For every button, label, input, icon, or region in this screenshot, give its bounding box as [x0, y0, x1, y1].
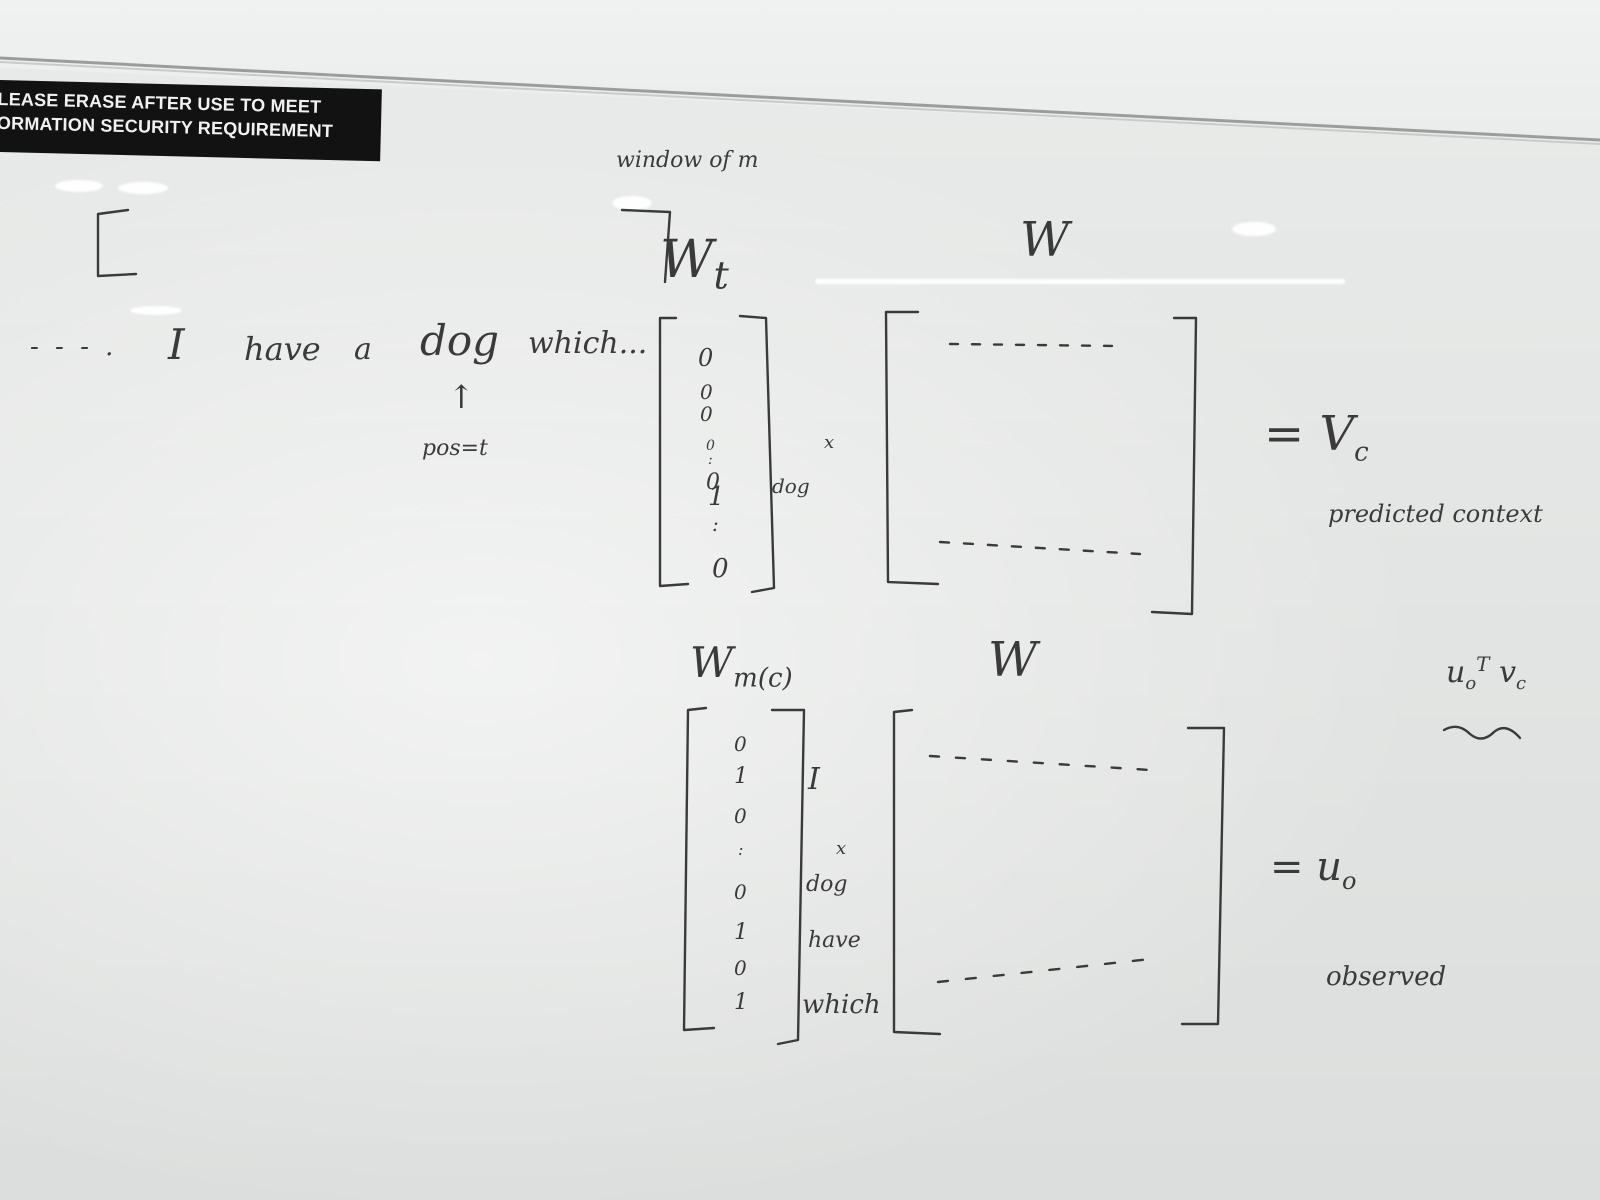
bottom-matrix-left-bracket [892, 708, 942, 1036]
sentence-word-have: have [244, 330, 321, 368]
context-row-label-dog: dog [806, 872, 848, 897]
center-vector-entry: 0 [706, 470, 720, 495]
context-vector-entry: 0 [734, 804, 747, 828]
wmc-letter: W [690, 638, 734, 687]
sentence-word-which: which... [528, 326, 648, 361]
position-label: pos=t [422, 436, 488, 461]
wmc-label: Wm(c) [690, 638, 793, 693]
context-vector-entry: : [738, 840, 744, 859]
left-bracket [96, 208, 138, 278]
context-vector-entry: 1 [734, 990, 748, 1015]
top-matrix-last-row-dashes [938, 540, 1142, 556]
sentence-word-i: I [168, 320, 185, 369]
light-reflection [130, 306, 182, 315]
center-vector-left-bracket [658, 316, 690, 588]
context-vector-entry: 0 [734, 880, 747, 904]
wmc-subscript: m(c) [733, 663, 793, 694]
dot-product-u-subscript: o [1465, 673, 1477, 694]
center-vector-row-label-dog: dog [772, 474, 810, 498]
dot-product-transpose: T [1476, 652, 1490, 676]
up-arrow-icon: ↑ [448, 378, 475, 416]
multiply-sign-bottom: x [836, 838, 847, 859]
w-bottom-label: W [988, 632, 1038, 688]
wt-subscript: t [713, 253, 729, 298]
dot-product-u: u [1446, 655, 1466, 690]
bottom-result-text: = u [1270, 844, 1342, 890]
wt-letter: W [660, 230, 714, 290]
w-top-label: W [1020, 212, 1070, 268]
center-vector-entry: 1 [708, 482, 725, 512]
top-result-text: = V [1264, 406, 1355, 462]
bottom-result-subscript: o [1342, 867, 1357, 895]
context-row-label-i: I [808, 762, 820, 797]
wt-label: Wt [660, 230, 729, 297]
center-vector-entry: 0 [698, 344, 714, 372]
top-result: = Vc [1264, 406, 1369, 468]
light-reflection [1232, 222, 1276, 236]
center-vector-entry: 0 [700, 380, 713, 404]
multiply-sign-top: x [824, 432, 835, 453]
center-vector-entry: : [708, 452, 713, 468]
observed-label: observed [1326, 962, 1447, 992]
sentence-word-dog: dog [420, 316, 500, 365]
dot-product-v-subscript: c [1516, 673, 1527, 694]
window-of-m-label: window of m [616, 148, 759, 173]
light-reflection [612, 196, 652, 210]
context-vector-entry: 0 [734, 956, 747, 980]
sentence-leading-dashes: - - - . [30, 332, 118, 362]
center-vector-entry: : [712, 512, 719, 536]
center-vector-right-bracket [738, 314, 776, 594]
top-matrix-left-bracket [884, 310, 940, 586]
bottom-matrix-first-row-dashes [928, 754, 1152, 772]
context-row-label-have: have [808, 928, 861, 953]
top-matrix-first-row-dashes [948, 342, 1122, 348]
predicted-context-label: predicted context [1328, 500, 1543, 528]
center-vector-entry: 0 [700, 402, 713, 426]
context-vector-entry: 1 [734, 764, 748, 789]
dot-product-v: v [1499, 655, 1517, 690]
context-vector-right-bracket [770, 708, 806, 1046]
light-reflection [55, 180, 103, 192]
light-reflection [118, 182, 168, 194]
light-reflection [815, 279, 1345, 284]
bottom-result: = uo [1270, 844, 1356, 895]
bottom-matrix-last-row-dashes [936, 956, 1162, 984]
window-bracket [620, 208, 672, 284]
sentence-word-a: a [354, 332, 372, 367]
center-vector-entry: 0 [706, 438, 715, 454]
top-matrix-right-bracket [1150, 316, 1198, 616]
context-vector-entry: 1 [734, 920, 748, 945]
dot-product-squiggle [1442, 725, 1522, 740]
top-result-subscript: c [1354, 437, 1369, 468]
context-row-label-which: which [802, 990, 881, 1020]
center-vector-entry: 0 [712, 554, 729, 584]
bottom-matrix-right-bracket [1180, 726, 1226, 1026]
dot-product-expression: uoT vc [1446, 652, 1526, 694]
context-vector-left-bracket [682, 706, 716, 1032]
context-vector-entry: 0 [734, 732, 747, 756]
